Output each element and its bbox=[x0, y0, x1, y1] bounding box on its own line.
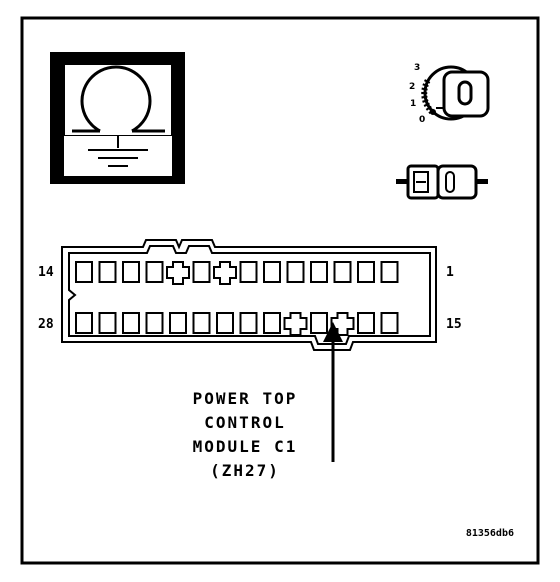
ignition-pos-1: 1 bbox=[410, 99, 416, 109]
cavity bbox=[310, 312, 328, 334]
cavity bbox=[263, 261, 281, 283]
caption-line-3: MODULE C1 bbox=[193, 437, 298, 456]
caption-line-1: POWER TOP bbox=[193, 389, 298, 408]
ground-meter-icon bbox=[50, 52, 185, 184]
cavity bbox=[357, 312, 375, 334]
cavity bbox=[310, 261, 328, 283]
ignition-key-icon: 3 2 1 0 bbox=[409, 63, 490, 125]
ignition-pos-3: 3 bbox=[414, 63, 420, 73]
pin-label-15: 15 bbox=[446, 317, 462, 332]
keyed-cavity bbox=[330, 312, 355, 336]
pin-label-28: 28 bbox=[38, 317, 54, 332]
ignition-pos-2: 2 bbox=[409, 82, 415, 92]
cavity bbox=[380, 312, 399, 334]
keyed-cavity bbox=[166, 261, 190, 285]
pin-label-14: 14 bbox=[38, 265, 54, 280]
cavity bbox=[145, 312, 164, 334]
cavity bbox=[357, 261, 375, 283]
connector-cavities-top bbox=[75, 261, 399, 285]
cavity bbox=[380, 261, 399, 283]
cavity bbox=[286, 261, 305, 283]
cavity bbox=[98, 261, 117, 283]
cavity bbox=[145, 261, 164, 283]
cavity bbox=[169, 312, 187, 334]
cavity bbox=[192, 312, 211, 334]
cavity bbox=[192, 261, 211, 283]
cavity bbox=[122, 261, 140, 283]
cavity bbox=[263, 312, 281, 334]
caption-line-2: CONTROL bbox=[204, 413, 285, 432]
cavity bbox=[239, 312, 258, 334]
diagram-border bbox=[20, 16, 540, 565]
cavity bbox=[75, 261, 93, 283]
caption-line-4: (ZH27) bbox=[210, 461, 280, 480]
keyed-cavity bbox=[283, 312, 308, 336]
pointer-arrow bbox=[323, 322, 343, 462]
ignition-pos-0: 0 bbox=[419, 115, 425, 125]
cavity bbox=[333, 261, 352, 283]
reference-code: 81356db6 bbox=[466, 528, 514, 539]
pin-label-1: 1 bbox=[446, 265, 454, 280]
connector-plug-icon bbox=[396, 164, 488, 200]
cavity bbox=[122, 312, 140, 334]
cavity bbox=[216, 312, 234, 334]
keyed-cavity bbox=[213, 261, 237, 285]
connector-cavities-bottom bbox=[75, 312, 399, 336]
cavity bbox=[239, 261, 258, 283]
cavity bbox=[98, 312, 117, 334]
cavity bbox=[75, 312, 93, 334]
